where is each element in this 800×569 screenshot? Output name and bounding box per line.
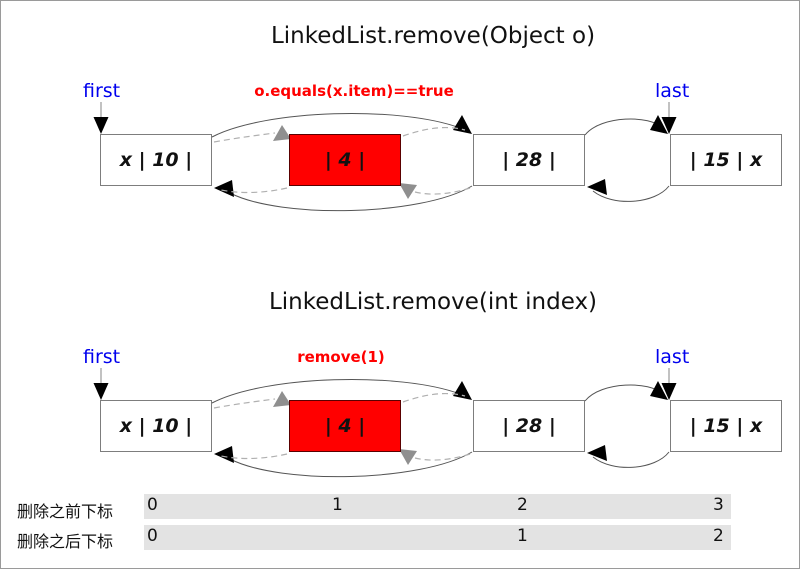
index-before-label: 删除之前下标 xyxy=(17,502,114,521)
removed-node-box-4: | 4 | xyxy=(289,134,401,186)
node-box-10: x | 10 | xyxy=(100,134,212,186)
last-pointer-label: last xyxy=(655,80,690,102)
first-pointer-label: first xyxy=(83,346,121,368)
index-value: 1 xyxy=(332,495,343,515)
removed-node-box-4: | 4 | xyxy=(289,400,401,452)
remove-condition-annotation: o.equals(x.item)==true xyxy=(254,82,454,100)
index-value: 1 xyxy=(517,526,528,546)
node-box-15: | 15 | x xyxy=(670,134,782,186)
index-value: 0 xyxy=(147,526,158,546)
index-value: 3 xyxy=(713,495,724,515)
node-box-28: | 28 | xyxy=(473,400,585,452)
first-pointer-label: first xyxy=(83,80,121,102)
index-after-label: 删除之后下标 xyxy=(17,532,114,551)
node-box-15: | 15 | x xyxy=(670,400,782,452)
diagram-object-title: LinkedList.remove(Object o) xyxy=(270,23,596,49)
node-box-28: | 28 | xyxy=(473,134,585,186)
index-value: 0 xyxy=(147,495,158,515)
diagram-index-title: LinkedList.remove(int index) xyxy=(268,289,598,315)
index-value: 2 xyxy=(713,526,724,546)
node-box-10: x | 10 | xyxy=(100,400,212,452)
index-before-bar: 0 1 2 3 xyxy=(144,494,731,519)
remove-call-annotation: remove(1) xyxy=(297,348,385,366)
index-value: 2 xyxy=(517,495,528,515)
index-after-bar: 0 1 2 xyxy=(144,525,731,550)
last-pointer-label: last xyxy=(655,346,690,368)
